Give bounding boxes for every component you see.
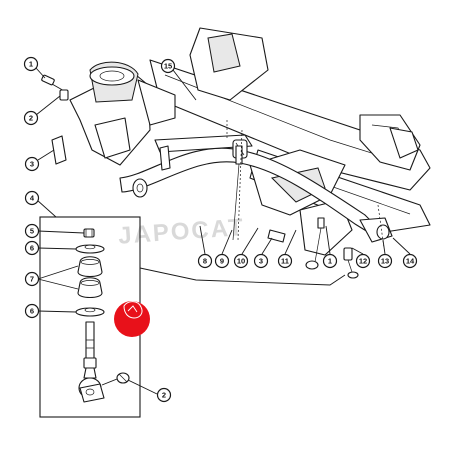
callout-8: 8 (197, 253, 213, 269)
callout-4: 4 (24, 190, 40, 206)
callout-10: 10 (233, 253, 249, 269)
svg-text:2: 2 (29, 114, 33, 123)
callout-3-left: 3 (24, 156, 40, 172)
svg-text:8: 8 (203, 257, 207, 266)
svg-text:3: 3 (259, 257, 263, 266)
callout-5: 5 (24, 223, 40, 239)
svg-text:10: 10 (237, 257, 245, 266)
leader-lines (35, 67, 411, 395)
callout-14: 14 (402, 253, 418, 269)
callout-1-center: 1 (322, 253, 338, 269)
svg-text:6: 6 (30, 244, 34, 253)
frame-bolts (41, 74, 359, 279)
svg-text:9: 9 (220, 257, 224, 266)
callout-13: 13 (377, 253, 393, 269)
callout-7: 7 (24, 271, 40, 287)
svg-text:3: 3 (30, 160, 34, 169)
callout-6-upper: 6 (24, 240, 40, 256)
svg-text:14: 14 (406, 257, 415, 266)
japocat-logo (114, 301, 150, 337)
svg-text:13: 13 (381, 257, 389, 266)
callout-2-detail: 2 (156, 387, 172, 403)
vehicle-frame (69, 27, 431, 256)
svg-text:12: 12 (359, 257, 367, 266)
svg-text:11: 11 (281, 257, 289, 266)
callout-3-center: 3 (253, 253, 269, 269)
callout-15: 15 (160, 58, 176, 74)
detail-box (39, 216, 346, 418)
callout-2-top: 2 (23, 110, 39, 126)
stabilizer-bar (119, 134, 393, 243)
svg-text:15: 15 (164, 62, 172, 71)
callout-9: 9 (214, 253, 230, 269)
callout-1-top: 1 (23, 56, 39, 72)
callout-6-lower: 6 (24, 303, 40, 319)
svg-text:4: 4 (30, 194, 35, 203)
svg-text:7: 7 (30, 275, 34, 284)
callout-12: 12 (355, 253, 371, 269)
callout-11: 11 (277, 253, 293, 269)
svg-text:1: 1 (328, 257, 332, 266)
svg-text:5: 5 (30, 227, 34, 236)
svg-text:6: 6 (30, 307, 34, 316)
svg-text:1: 1 (29, 60, 33, 69)
svg-text:2: 2 (162, 391, 166, 400)
